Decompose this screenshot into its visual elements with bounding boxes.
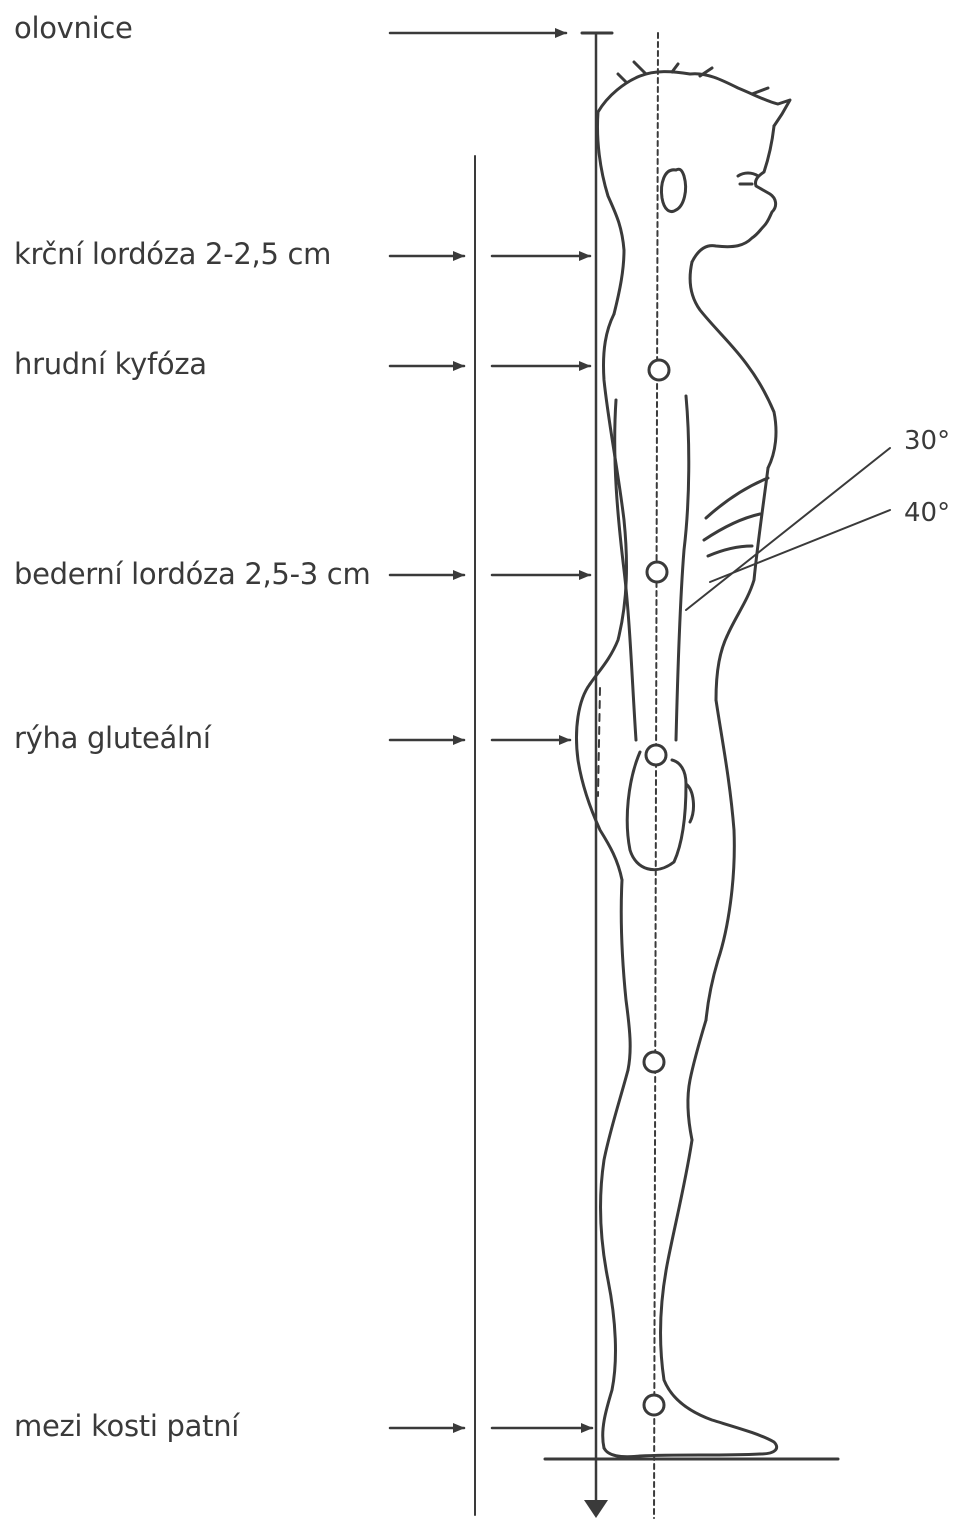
face-profile [692, 126, 776, 262]
plumb-line-bottom-arrow [584, 1500, 608, 1518]
body-axis [654, 33, 658, 1518]
thigh-back [621, 880, 630, 1070]
label-heel-bones: mezi kosti patní [14, 1412, 239, 1441]
gluteal-dashed [598, 688, 600, 796]
body-silhouette [577, 62, 791, 1457]
label-angle-30: 30° [904, 428, 950, 454]
joint-knee [644, 1052, 664, 1072]
label-cervical-lordosis: krční lordóza 2-2,5 cm [14, 240, 331, 269]
ear [662, 169, 686, 211]
angle-30-line [686, 448, 890, 610]
foot-sole [604, 1448, 760, 1457]
hand [627, 752, 693, 870]
joint-hip [647, 562, 667, 582]
calf-back [601, 1070, 628, 1448]
joint-shoulder [649, 360, 669, 380]
shin-front [661, 1140, 777, 1454]
label-lumbar-lordosis: bederní lordóza 2,5-3 cm [14, 560, 370, 589]
head-back [597, 112, 624, 314]
knee [688, 1020, 706, 1140]
joint-wrist [646, 745, 666, 765]
label-gluteal-fold: rýha gluteální [14, 724, 211, 753]
thigh-front [706, 700, 734, 1020]
label-thoracic-kyphosis: hrudní kyfóza [14, 350, 207, 379]
chest-front [690, 262, 776, 468]
joint-ankle [644, 1395, 664, 1415]
label-plumb-line: olovnice [14, 14, 133, 43]
hair [598, 62, 790, 126]
label-angle-40: 40° [904, 500, 950, 526]
